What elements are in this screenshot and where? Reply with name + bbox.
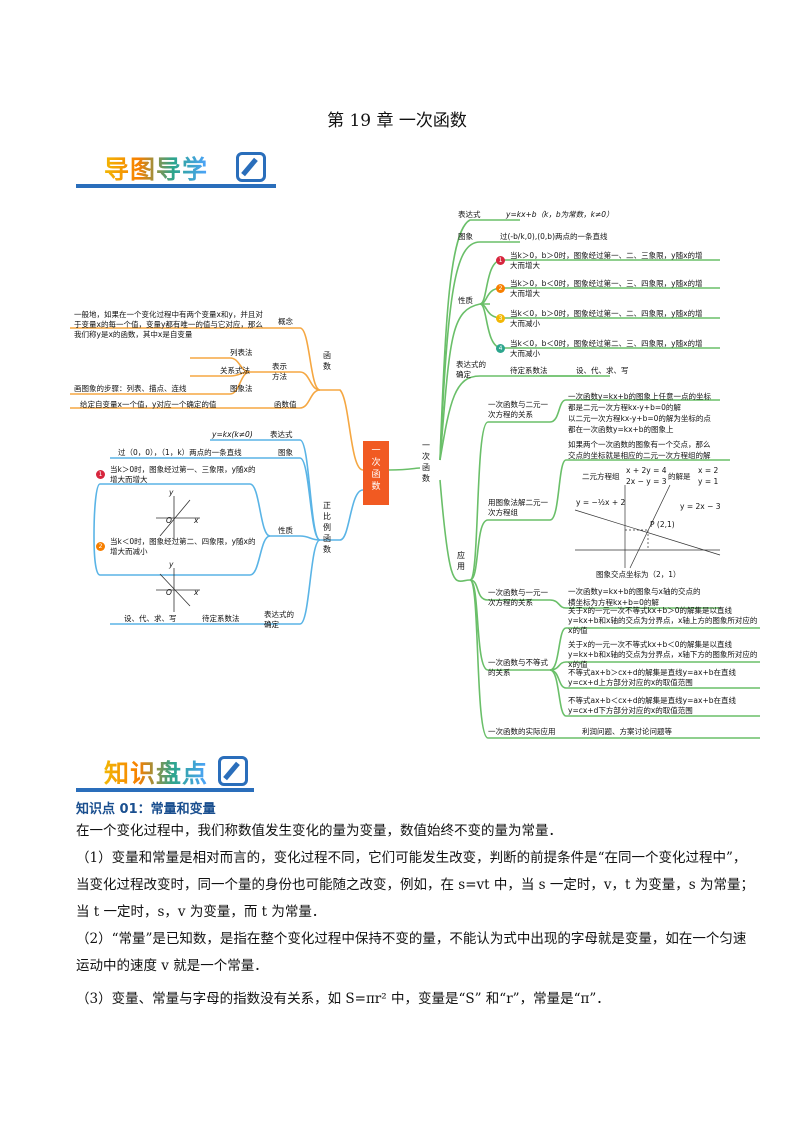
sol2: y = 1 <box>698 477 719 486</box>
apply-label: 应 用 <box>457 551 465 571</box>
app5-label: 一次函数的实际应用 <box>488 727 556 736</box>
app5-value: 利润问题、方案讨论问题等 <box>582 727 672 736</box>
app1-label: 一次函数与二元一次方程的关系 <box>488 400 548 419</box>
concept-label: 概念 <box>278 317 293 326</box>
image-value: 过(-b/k,0),(0,b)两点的一条直线 <box>500 232 608 241</box>
graph-eq2: y = 2x − 3 <box>680 502 721 511</box>
mind-map: 一 次 函 数 一 次 函 数 表达式 y=kx+b（k，b为常数，k≠0） 图… <box>70 200 766 746</box>
pencil-edit-icon <box>236 152 266 182</box>
knowledge-p1: 在一个变化过程中，我们称数值发生变化的量为变量，数值始终不变的量为常量． <box>76 823 562 839</box>
axis-x-1: x <box>194 516 199 525</box>
graph-caption: 图象交点坐标为（2，1） <box>596 570 681 579</box>
app2-line-1: 如果两个一次函数的图象有一个交点，那么 <box>568 440 711 449</box>
func-value-text: 给定自变量x一个值，y对应一个确定的值 <box>80 400 217 409</box>
prop-2: 当k＞0，b＜0时，图象经过第一、三、四象限，y随x的增大而增大 <box>510 279 703 298</box>
axis-y-2: y <box>169 560 174 569</box>
pf-image-value: 过（0，0），（1，k）两点的一条直线 <box>118 448 242 457</box>
banner-mindmap: 导图导学 <box>76 148 286 190</box>
knowledge-p3: （2）“常量”是已知数，是指在整个变化过程中保持不变的量，不能认为式中出现的字母… <box>76 931 747 974</box>
app3-line-1: 一次函数y=kx+b的图象与x轴的交点的 <box>568 587 701 596</box>
pf-circle-2: 2 <box>96 542 105 551</box>
pf-determine-label: 表达式的确定 <box>264 610 294 629</box>
app2-line-2: 交点的坐标就是相应的二元一次方程组的解 <box>568 451 711 460</box>
app2-label: 用图象法解二元一次方程组 <box>488 498 548 517</box>
system-eq2: 2x − y = 3 <box>626 477 667 486</box>
sol1: x = 2 <box>698 466 719 475</box>
prop-func-label: 正 比 例 函 数 <box>323 501 331 554</box>
expr-value: y=kx+b（k，b为常数，k≠0） <box>506 210 614 219</box>
app1-line-3: 以二元一次方程kx-y+b=0的解为坐标的点 <box>568 414 711 423</box>
prop-3: 当k＜0，b＞0时，图象经过第一、二、四象限，y随x的增大而减小 <box>510 309 703 328</box>
prop-1: 当k＞0，b＞0时，图象经过第一、二、三象限，y随x的增大而增大 <box>510 251 703 270</box>
pf-circle-1: 1 <box>96 470 105 479</box>
knowledge-p2: （1）变量和常量是相对而言的，变化过程不同，它们可能发生改变，判断的前提条件是“… <box>76 850 754 920</box>
circle-num-4: 4 <box>496 344 505 353</box>
expr-determine-label: 表达式的确定 <box>456 360 486 379</box>
circle-num-1: 1 <box>496 256 505 265</box>
knowledge-p4: （3）变量、常量与字母的指数没有关系，如 S=πr² 中，变量是“S” 和“r”… <box>76 991 610 1007</box>
func-label: 函 数 <box>323 351 331 371</box>
graph-steps: 画图象的步骤：列表、描点、连线 <box>74 384 187 393</box>
right-root: 一 次 函 数 <box>422 441 430 483</box>
func-value-label: 函数值 <box>274 400 297 409</box>
graph-point: P (2,1) <box>650 520 675 529</box>
banner-knowledge-text: 知识盘点 <box>104 754 208 790</box>
axis-o-1: O <box>166 516 172 525</box>
app1-line-4: 都在一次函数y=kx+b的图象上 <box>568 425 674 434</box>
repr-item-3: 图象法 <box>230 384 253 393</box>
pf-prop-2: 当k＜0时，图象经过第二、四象限，y随x的增大而减小 <box>110 537 256 556</box>
repr-item-2: 关系式法 <box>220 366 250 375</box>
banner-mindmap-text: 导图导学 <box>104 150 208 186</box>
pf-image-label: 图象 <box>278 448 293 457</box>
axis-x-2: x <box>194 588 199 597</box>
page-title: 第 19 章 一次函数 <box>327 111 467 131</box>
banner-underline <box>76 788 254 792</box>
banner-knowledge: 知识盘点 <box>76 752 286 794</box>
repr-label: 表示方法 <box>272 362 287 381</box>
pf-prop-1: 当k＞0时，图象经过第一、三象限，y随x的增大而增大 <box>110 465 256 484</box>
pf-steps: 设、代、求、写 <box>124 614 177 623</box>
pf-expr-label: 表达式 <box>270 430 293 439</box>
pf-prop-label: 性质 <box>278 526 293 535</box>
undetermined-method: 待定系数法 <box>510 366 548 375</box>
app3-label: 一次函数与一元一次方程的关系 <box>488 588 548 607</box>
app4-item-4: 不等式ax+b＜cx+d的解集是直线y=ax+b在直线y=cx+d下方部分对应的… <box>568 696 736 715</box>
prop-4: 当k＜0，b＜0时，图象经过第二、三、四象限，y随x的增大而减小 <box>510 339 703 358</box>
app1-line-1: 一次函数y=kx+b的图象上任意一点的坐标 <box>568 392 712 401</box>
pf-method: 待定系数法 <box>202 614 240 623</box>
app3-line-2: 横坐标为方程kx+b=0的解 <box>568 598 659 607</box>
banner-underline <box>76 184 276 188</box>
concept-text: 一般地，如果在一个变化过程中有两个变量x和y，并且对于变量x的每一个值，变量y都… <box>74 310 263 339</box>
knowledge-heading: 知识点 01：常量和变量 <box>76 802 216 817</box>
circle-num-3: 3 <box>496 314 505 323</box>
prop-label: 性质 <box>458 296 473 305</box>
app4-item-2: 关于x的一元一次不等式kx+b＜0的解集是以直线y=kx+b和x轴的交点为分界点… <box>568 640 758 669</box>
repr-item-1: 列表法 <box>230 348 253 357</box>
system-text: 二元方程组 <box>582 472 620 481</box>
mindmap-center: 一 次 函 数 <box>363 441 389 505</box>
axis-y-1: y <box>169 488 174 497</box>
graph-eq1: y = −½x + 2 <box>576 498 626 507</box>
pf-expr-value: y=kx(k≠0) <box>212 430 253 439</box>
system-eq1: x + 2y = 4 <box>626 466 667 475</box>
app4-label: 一次函数与不等式的关系 <box>488 658 548 677</box>
solution-text: 的解是 <box>668 472 691 481</box>
app1-line-2: 都是二元一次方程kx-y+b=0的解 <box>568 403 681 412</box>
pencil-edit-icon <box>218 756 248 786</box>
axis-o-2: O <box>166 588 172 597</box>
app4-item-3: 不等式ax+b＞cx+d的解集是直线y=ax+b在直线y=cx+d上方部分对应的… <box>568 668 736 687</box>
app4-item-1: 关于x的一元一次不等式kx+b＞0的解集是以直线y=kx+b和x轴的交点为分界点… <box>568 606 758 635</box>
set-sub-solve-write: 设、代、求、写 <box>576 366 629 375</box>
mind-map-lines <box>70 219 760 739</box>
circle-num-2: 2 <box>496 284 505 293</box>
expr-label: 表达式 <box>458 210 481 219</box>
image-label: 图象 <box>458 232 473 241</box>
mindmap-center-text: 一 次 函 数 <box>371 446 381 492</box>
